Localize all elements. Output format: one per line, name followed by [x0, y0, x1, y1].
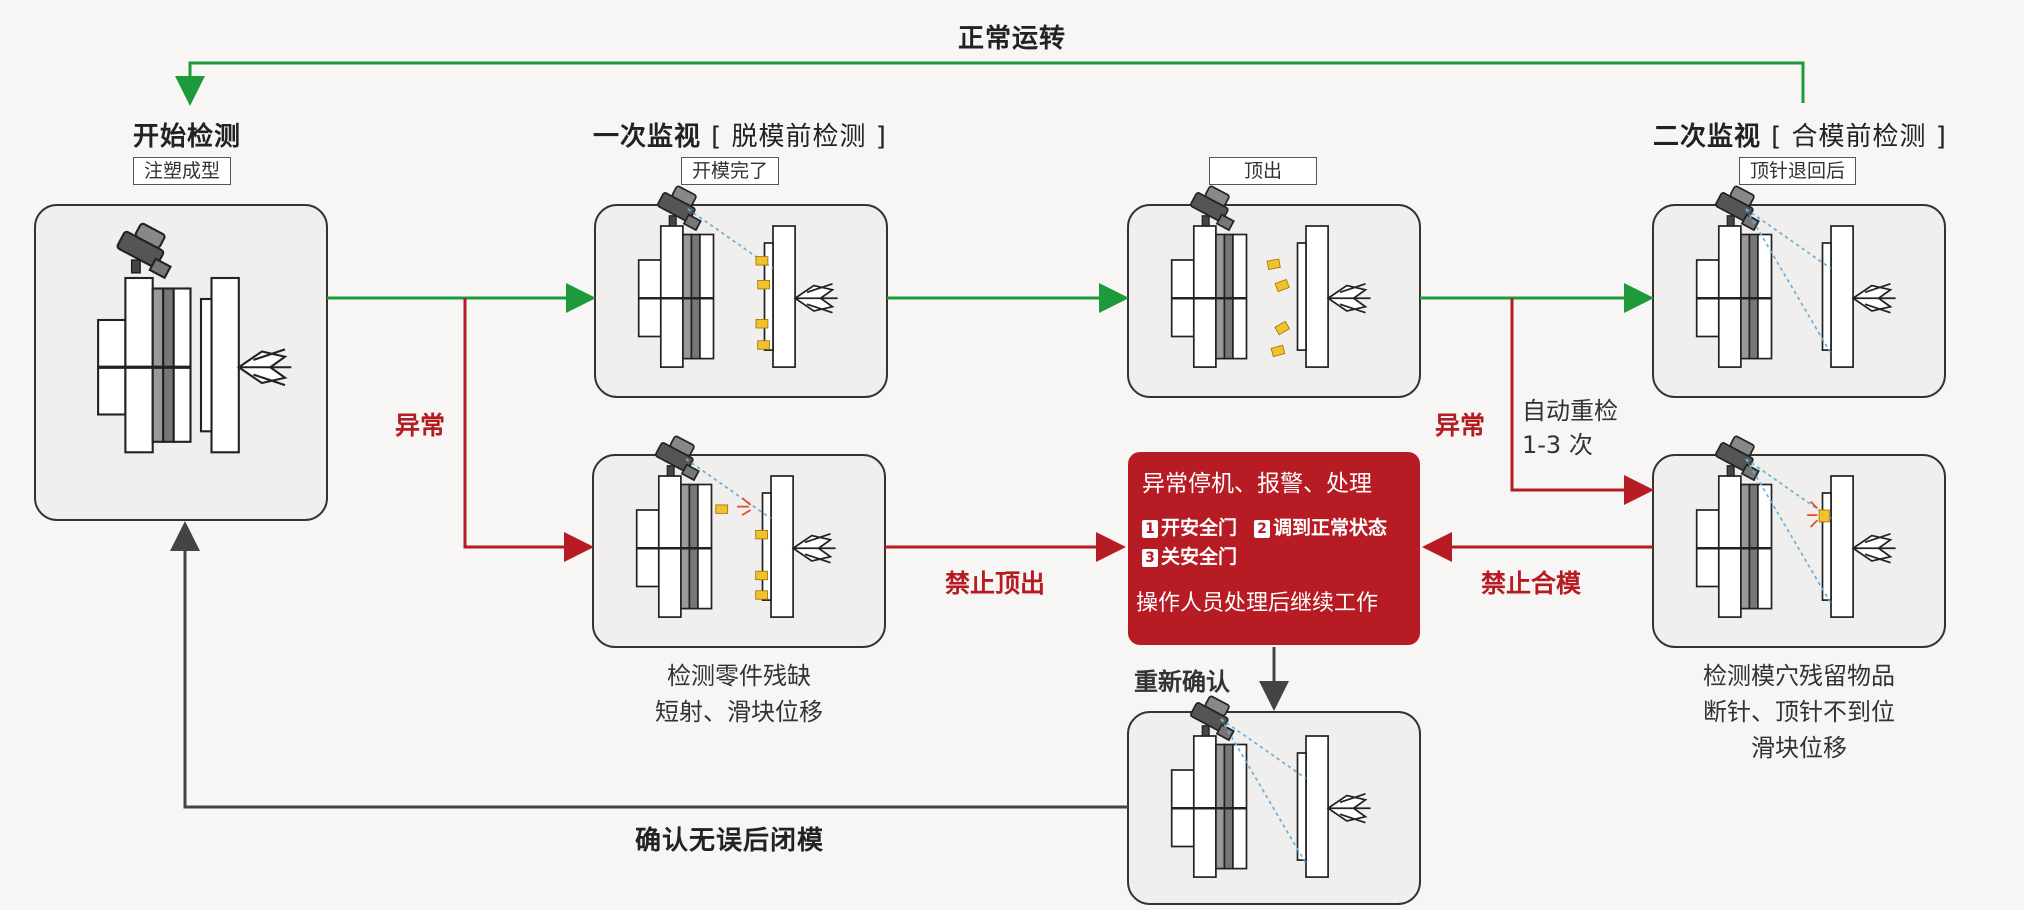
reconfirm-label: 重新确认 — [1134, 668, 1230, 696]
auto-recheck-line1: 自动重检 — [1522, 397, 1618, 425]
arrow-abnormal-left — [463, 298, 594, 562]
machine-first-fault — [635, 434, 837, 619]
second-title-bold: 二次监视 — [1653, 122, 1762, 152]
alarm-step-2-num: 2 — [1254, 520, 1270, 538]
top-loop-arrow — [175, 61, 1805, 106]
second-subtitle: 顶针退回后 — [1739, 157, 1857, 185]
machine-eject — [1170, 184, 1372, 369]
alarm-step-1-num: 1 — [1142, 520, 1158, 538]
alarm-panel-title: 异常停机、报警、处理 — [1142, 471, 1372, 497]
arrow-abnormal-right — [1510, 298, 1654, 505]
forbid-close-label: 禁止合模 — [1481, 569, 1582, 598]
alarm-step-3-num: 3 — [1142, 549, 1158, 567]
machine-reconfirm — [1170, 694, 1372, 879]
machine-second-fault — [1695, 434, 1897, 619]
alarm-step-3-text: 关安全门 — [1161, 546, 1238, 568]
start-subtitle: 注塑成型 — [133, 157, 232, 185]
abnormal-left-label: 异常 — [395, 411, 446, 440]
first-title-rest: [ 脱模前检测 ] — [711, 122, 887, 152]
first-title-bold: 一次监视 — [593, 122, 702, 152]
first-subtitle: 开模完了 — [681, 157, 780, 185]
machine-second — [1695, 184, 1897, 369]
second-title-rest: [ 合模前检测 ] — [1771, 122, 1947, 152]
start-title: 开始检测 — [133, 122, 242, 152]
second-fault-caption-1: 检测模穴残留物品 — [1703, 662, 1895, 690]
first-fault-caption-1: 检测零件残缺 — [667, 662, 811, 690]
alarm-panel-footer: 操作人员处理后继续工作 — [1136, 591, 1379, 616]
top-loop-label: 正常运转 — [958, 24, 1067, 54]
abnormal-right-label: 异常 — [1435, 411, 1486, 440]
close-after-confirm-label: 确认无误后闭模 — [635, 826, 825, 856]
alarm-step-2-text: 调到正常状态 — [1273, 517, 1388, 539]
first-title: 一次监视 [ 脱模前检测 ] — [593, 116, 887, 153]
arrow-return-to-start — [170, 521, 1128, 809]
auto-recheck-line2: 1-3 次 — [1522, 431, 1593, 459]
first-fault-caption-2: 短射、滑块位移 — [655, 698, 823, 726]
forbid-eject-label: 禁止顶出 — [945, 569, 1046, 598]
second-title: 二次监视 [ 合模前检测 ] — [1653, 116, 1947, 153]
machine-first — [637, 184, 839, 369]
eject-subtitle: 顶出 — [1209, 157, 1318, 185]
second-fault-caption-2: 断针、顶针不到位 — [1703, 698, 1895, 726]
second-fault-caption-3: 滑块位移 — [1751, 734, 1847, 762]
alarm-step-1-text: 开安全门 — [1161, 517, 1238, 539]
